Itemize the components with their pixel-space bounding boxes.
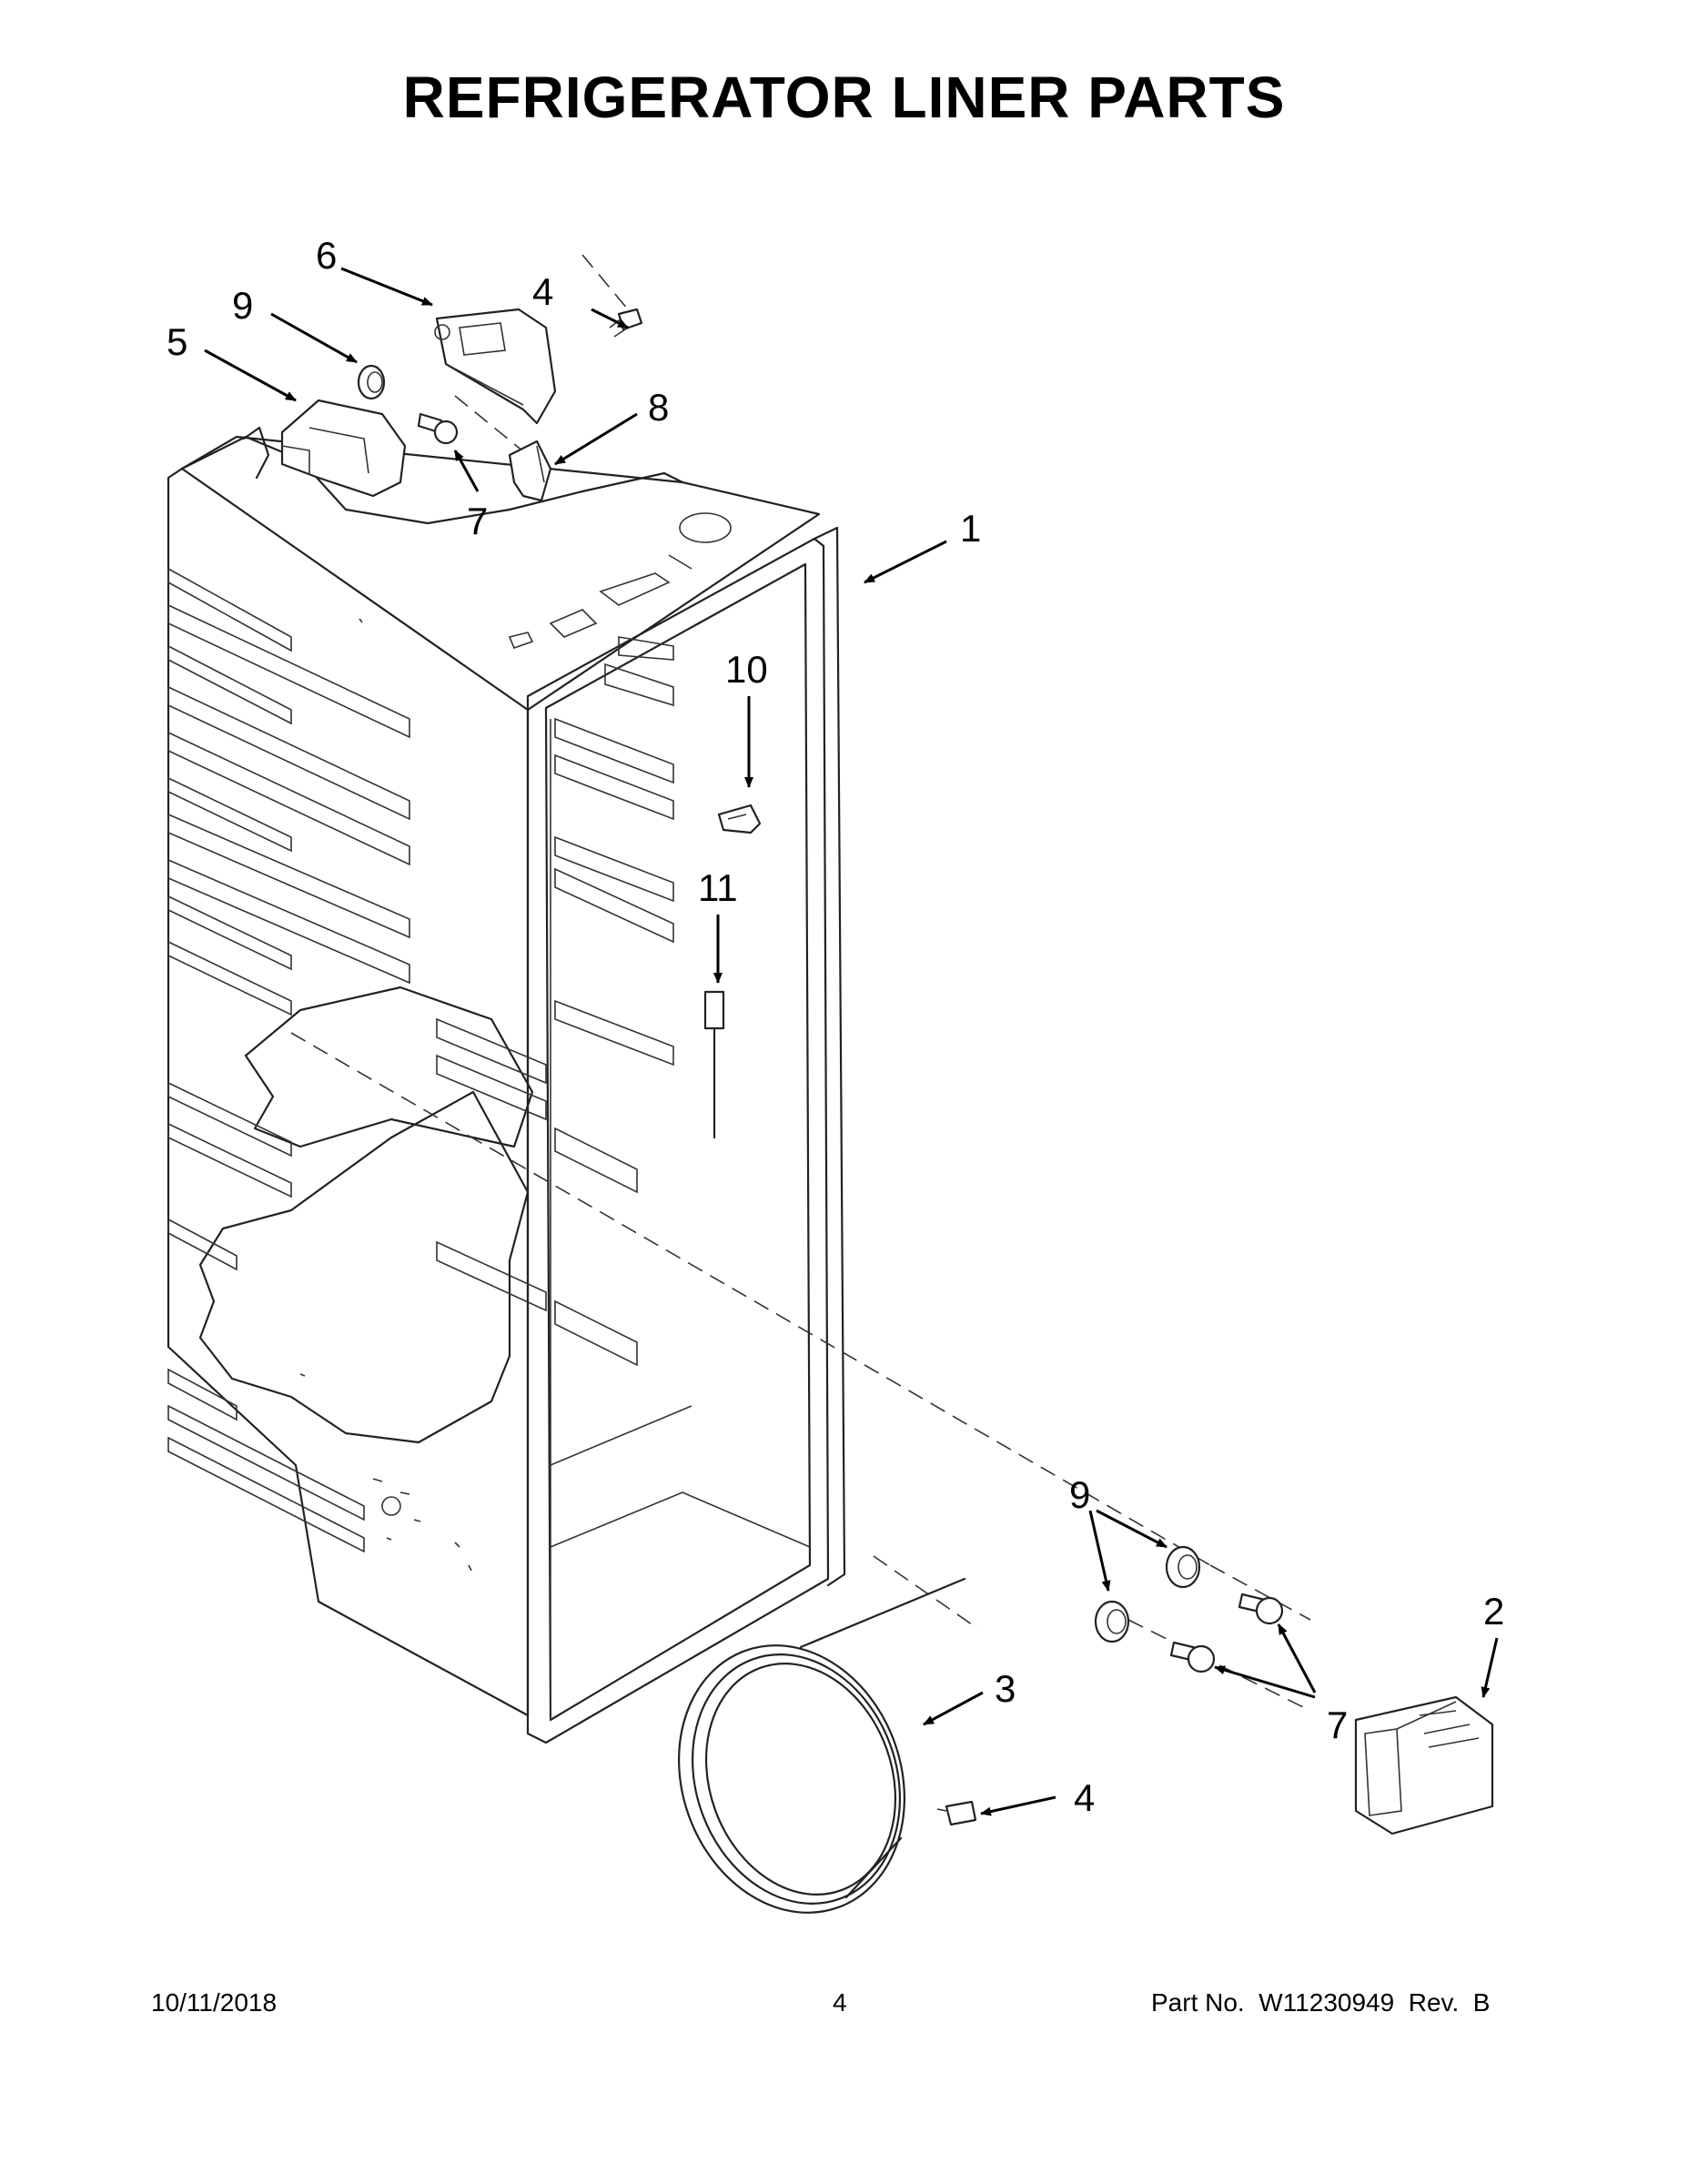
refrigerator-liner [167,426,846,1744]
part-9-top [357,364,386,400]
callout-8: 8 [648,386,669,429]
part-9-bottom [1094,1545,1201,1643]
footer-date: 10/11/2018 [151,1988,278,2017]
callout-10: 10 [725,648,768,691]
callout-4-top: 4 [532,270,553,313]
page-title: REFRIGERATOR LINER PARTS [402,65,1286,130]
footer-part-number: Part No. W11230949 Rev. B [1151,1988,1491,2017]
part-4-screw-top [609,308,643,338]
part-3-tube-coil [678,1577,966,1914]
callout-7-bottom: 7 [1327,1704,1348,1746]
callout-6: 6 [316,234,337,277]
part-7-top [417,412,459,445]
callout-labels: 1 2 3 4 4 5 6 7 7 8 9 9 10 11 [167,234,1504,1819]
part-6-bracket [434,308,557,425]
part-4-screw-bottom [936,1800,977,1826]
part-8-clip [508,440,552,502]
callout-5: 5 [167,320,187,363]
part-5-housing [280,399,407,498]
callout-9-bottom: 9 [1069,1473,1090,1516]
callout-11: 11 [698,866,738,909]
callout-7-top: 7 [467,500,488,542]
part-7-bottom [1169,1592,1284,1673]
callout-4-bottom: 4 [1074,1776,1095,1819]
callout-arrows [204,267,1499,1816]
part-10-switch [717,804,762,834]
callout-2: 2 [1483,1590,1504,1633]
footer-page-number: 4 [833,1988,847,2017]
callout-9-top: 9 [232,284,253,327]
part-2-housing [1354,1695,1494,1835]
callout-3: 3 [995,1667,1016,1710]
callout-1: 1 [960,507,981,550]
part-11-sensor [703,990,725,1139]
